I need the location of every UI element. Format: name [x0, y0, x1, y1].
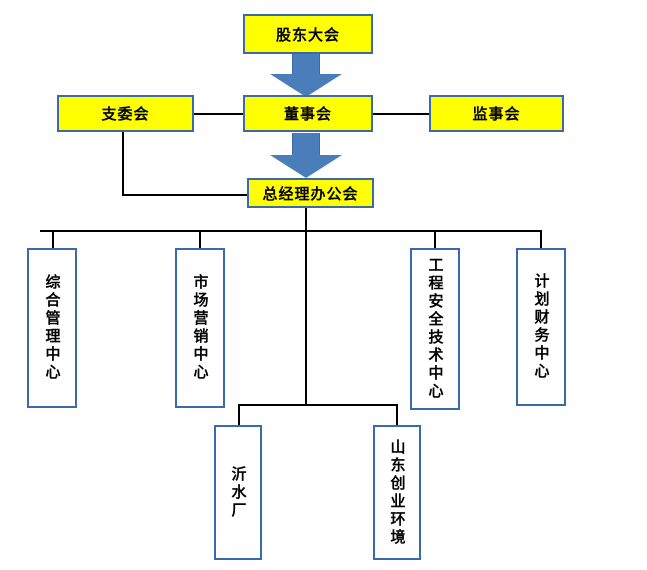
- connector-drop-yishui: [238, 404, 240, 426]
- node-label-comprehensive-management-center: 综合管理中心: [43, 274, 61, 382]
- node-comprehensive-management-center[interactable]: 综合管理中心: [27, 248, 77, 408]
- node-yishui-plant[interactable]: 沂水厂: [214, 425, 262, 560]
- node-label-general-manager-office: 总经理办公会: [262, 185, 359, 203]
- node-planning-finance-center[interactable]: 计划财务中心: [516, 248, 566, 406]
- connector-drop-engineering: [434, 230, 436, 249]
- connector-drop-finance: [540, 230, 542, 249]
- node-party-branch-committee[interactable]: 支委会: [57, 95, 194, 132]
- connector-drop-marketing: [199, 230, 201, 249]
- node-label-shareholders-meeting: 股东大会: [275, 26, 340, 44]
- connector-party-drop: [122, 131, 124, 195]
- node-label-party-branch-committee: 支委会: [101, 106, 150, 123]
- node-general-manager-office[interactable]: 总经理办公会: [247, 178, 374, 208]
- node-engineering-safety-tech-center[interactable]: 工程安全技术中心: [410, 248, 460, 410]
- node-board-of-directors[interactable]: 董事会: [243, 95, 373, 132]
- connector-drop-shandong: [396, 404, 398, 426]
- node-shareholders-meeting[interactable]: 股东大会: [243, 14, 373, 54]
- connector-level5-bus: [238, 404, 398, 406]
- node-label-marketing-center: 市场营销中心: [191, 274, 209, 382]
- node-label-board-of-directors: 董事会: [283, 106, 332, 123]
- connector-party-to-board: [193, 113, 245, 115]
- node-marketing-center[interactable]: 市场营销中心: [175, 248, 225, 408]
- node-label-yishui-plant: 沂水厂: [229, 465, 247, 520]
- connector-drop-comprehensive: [52, 230, 54, 249]
- connector-gm-stem: [305, 208, 307, 232]
- connector-level4-bus: [40, 230, 542, 232]
- node-shandong-chuangye-environment[interactable]: 山东创业环境: [373, 425, 421, 560]
- connector-center-spine: [305, 230, 307, 405]
- node-label-planning-finance-center: 计划财务中心: [532, 273, 550, 381]
- node-board-of-supervisors[interactable]: 监事会: [429, 95, 564, 132]
- node-label-board-of-supervisors: 监事会: [472, 106, 521, 123]
- node-label-shandong-chuangye-environment: 山东创业环境: [388, 438, 406, 547]
- connector-board-to-supervisors: [372, 113, 430, 115]
- block-arrow-shareholders-to-board: [270, 52, 342, 97]
- block-arrow-board-to-gm: [270, 133, 342, 178]
- node-label-engineering-safety-tech-center: 工程安全技术中心: [426, 257, 444, 401]
- connector-party-to-gm: [122, 194, 248, 196]
